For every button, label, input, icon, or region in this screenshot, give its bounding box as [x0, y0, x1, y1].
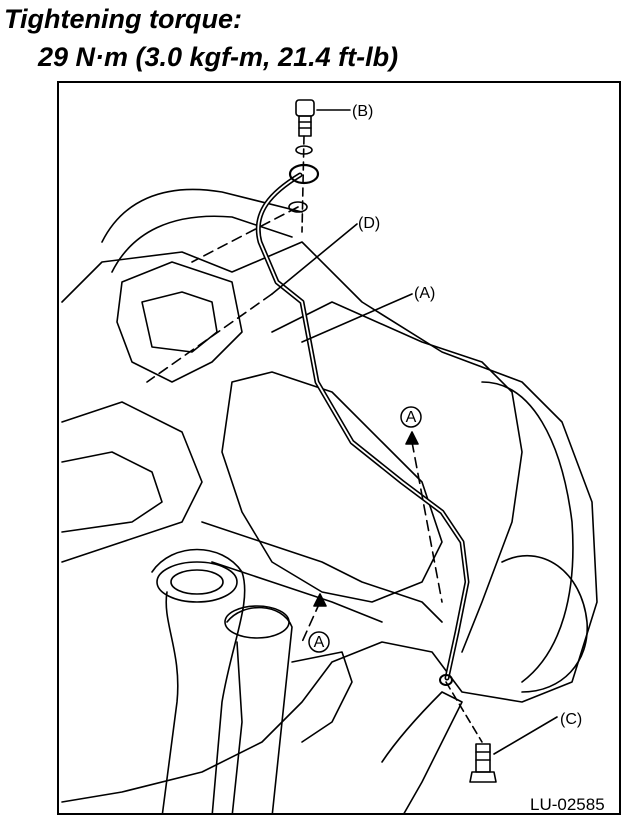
coolant-hose-right-inner	[231, 641, 243, 813]
left-bracket-inner	[61, 451, 163, 533]
intake-manifold	[116, 261, 243, 383]
dash-a-upper	[411, 441, 443, 603]
coolant-hose-left	[151, 548, 246, 813]
oil-pipe	[255, 172, 470, 681]
valve-cover-outline	[221, 371, 443, 603]
bolt-b-axis	[301, 135, 305, 233]
callout-c: (C)	[560, 711, 582, 728]
dash-d-link	[146, 293, 273, 383]
callout-b: (B)	[352, 103, 373, 120]
coolant-hose-right	[226, 606, 293, 813]
leader-a	[301, 293, 413, 343]
timing-cover-outline	[481, 381, 574, 683]
upper-hose-inner	[111, 215, 293, 273]
callout-a: (A)	[414, 285, 435, 302]
hose-opening-left	[156, 561, 238, 603]
pulley-outline	[501, 554, 588, 693]
engine-diagram: (B) (D) (A) (C) A A LU-02585	[61, 99, 605, 814]
oil-pipe-inner	[257, 174, 468, 679]
hose-opening-right	[224, 605, 290, 639]
svg-text:A: A	[314, 634, 325, 651]
marker-a-upper: A	[400, 406, 422, 428]
torque-value: 29 N·m (3.0 kgf-m, 21.4 ft-lb)	[38, 42, 399, 72]
leader-c	[493, 716, 558, 755]
lower-eye-joint	[439, 674, 453, 686]
diagram-frame: (B) (D) (A) (C) A A LU-02585	[57, 81, 621, 815]
arrow-a-upper	[405, 431, 419, 445]
union-bolt-c	[469, 743, 497, 783]
union-bolt-b	[295, 99, 315, 137]
dash-a-lower	[301, 601, 321, 643]
coolant-hose-left-inner	[161, 591, 179, 813]
torque-heading: Tightening torque:	[4, 4, 242, 34]
callout-d: (D)	[358, 215, 380, 232]
bottom-hose	[381, 691, 463, 813]
hose-opening-left-inner	[170, 569, 224, 595]
marker-a-lower: A	[308, 631, 330, 653]
bolt-c-axis	[445, 681, 483, 743]
dash-b-link	[191, 206, 299, 263]
svg-text:A: A	[406, 409, 417, 426]
upper-hose	[101, 188, 303, 243]
figure-code: LU-02585	[530, 795, 605, 814]
gasket-lower	[288, 201, 308, 213]
left-bracket	[61, 401, 203, 563]
lower-bracket	[201, 521, 443, 623]
lower-pipe	[291, 651, 353, 743]
engine-block-outline	[61, 241, 598, 803]
leader-d	[271, 223, 358, 295]
manifold-detail	[141, 291, 218, 353]
arrow-a-lower	[313, 593, 327, 607]
